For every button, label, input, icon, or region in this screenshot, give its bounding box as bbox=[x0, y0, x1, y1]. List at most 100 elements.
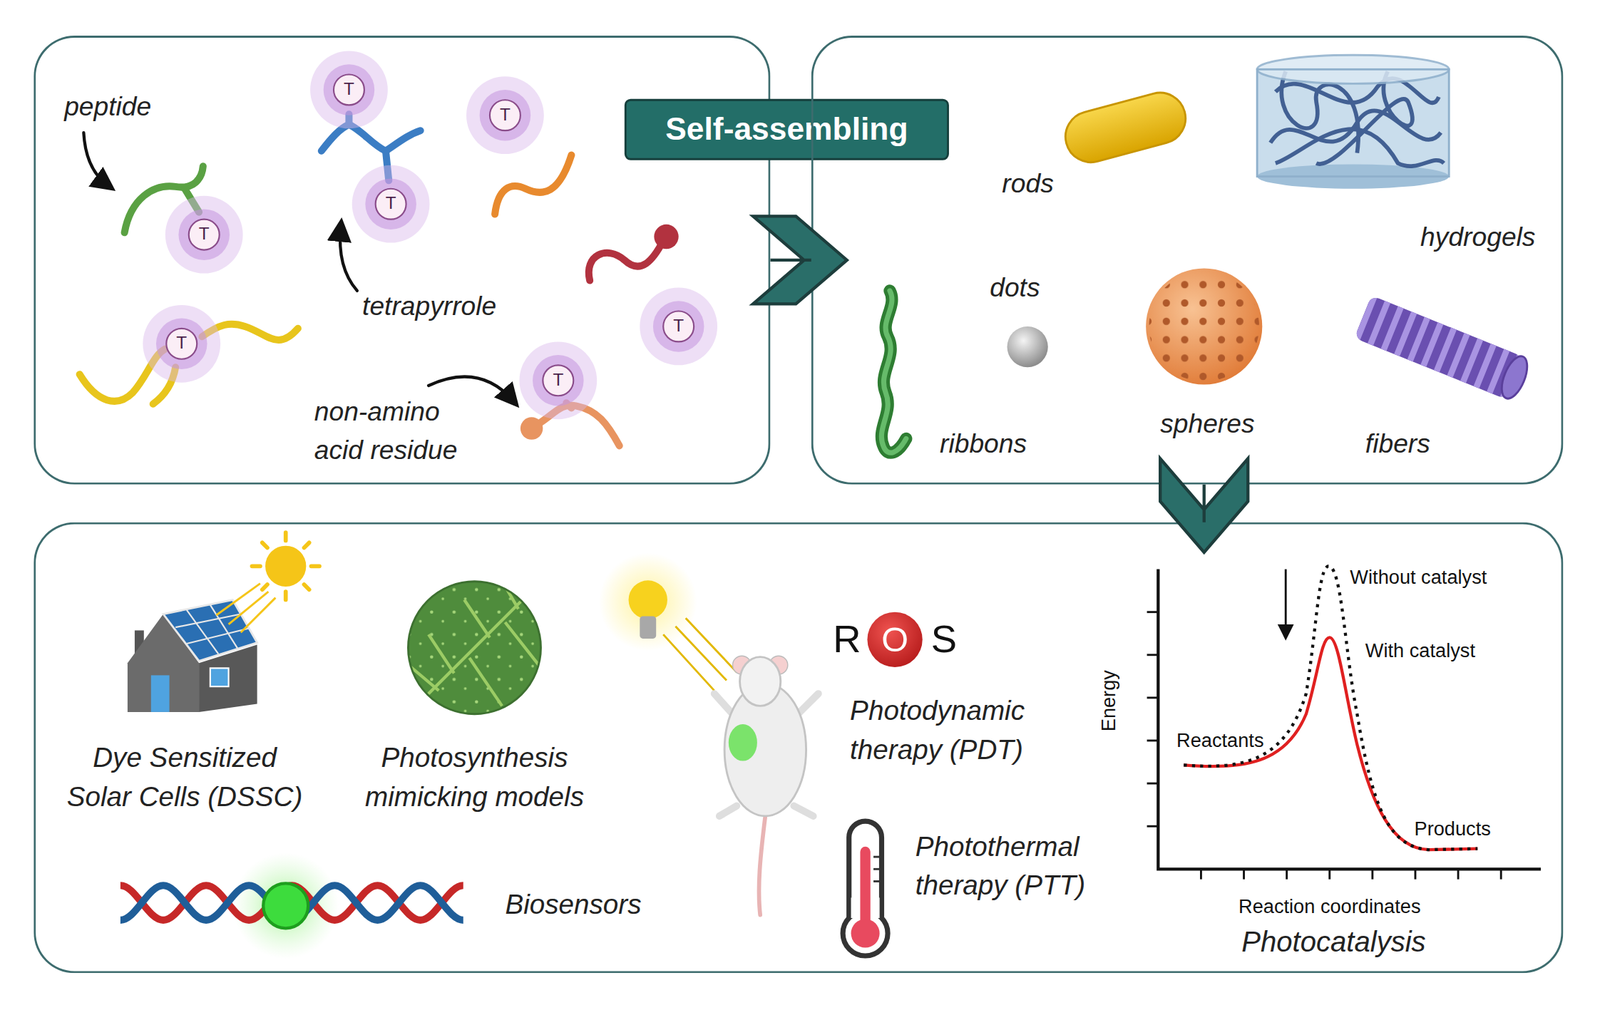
sun-icon-part-part bbox=[310, 563, 319, 569]
panel-text: fibers bbox=[1365, 424, 1478, 463]
peptide-strands-part bbox=[321, 124, 421, 152]
energy-chart-part-part bbox=[1147, 611, 1159, 614]
curve-label: Products bbox=[1414, 818, 1491, 841]
thermometer-icon-part-part bbox=[873, 868, 880, 871]
mouse-icon-part-part bbox=[714, 693, 733, 715]
tetrapyrrole-circle: T bbox=[637, 285, 719, 368]
energy-chart-part-part bbox=[1147, 696, 1159, 699]
sun-icon-part bbox=[216, 583, 276, 634]
process-band: Self-assembling bbox=[624, 99, 950, 161]
node-text: Self-assembling bbox=[626, 101, 947, 159]
light-bulb-part bbox=[639, 616, 656, 639]
leaf-icon-part-part-part bbox=[499, 577, 519, 609]
sun-icon-part-part bbox=[262, 542, 268, 548]
sphere-shape bbox=[1145, 268, 1263, 385]
energy-chart-part bbox=[1183, 566, 1478, 850]
sphere-shape-part bbox=[1148, 271, 1260, 383]
residue-ball bbox=[520, 417, 543, 440]
node-text: T bbox=[464, 74, 546, 156]
house-icon-part-part bbox=[186, 628, 249, 644]
leader-arrows-part bbox=[428, 377, 514, 402]
hydrogel-shape-part bbox=[1270, 71, 1444, 167]
leaf-icon-part-part-part bbox=[504, 622, 539, 666]
tetrapyrrole-circle: T bbox=[140, 303, 222, 385]
panel-text: hydrogels bbox=[1420, 217, 1553, 256]
sun-icon-part-part bbox=[228, 591, 269, 625]
dna-helix-part bbox=[263, 883, 309, 929]
panel-text: peptide bbox=[64, 86, 269, 126]
node-text: O bbox=[866, 611, 924, 669]
energy-chart-part-part bbox=[1328, 869, 1331, 880]
dna-helix-part bbox=[232, 852, 339, 960]
curve-label: Without catalyst bbox=[1349, 566, 1487, 589]
energy-chart-part-part bbox=[1285, 869, 1288, 880]
tetrapyrrole-circle: T bbox=[308, 49, 390, 131]
energy-chart-part-part bbox=[1147, 782, 1159, 786]
leaf-icon-part-part-part bbox=[469, 658, 502, 706]
energy-chart-part-part bbox=[1500, 869, 1503, 880]
house-icon-part-part bbox=[175, 614, 241, 629]
node-text: T bbox=[350, 163, 432, 245]
leaf-icon-part bbox=[406, 577, 542, 715]
light-bulb-part bbox=[628, 580, 668, 619]
mouse-icon-part-part bbox=[793, 806, 813, 817]
thermometer-icon bbox=[842, 821, 888, 957]
energy-chart-part-part bbox=[1147, 653, 1159, 656]
node-text: T bbox=[163, 193, 245, 276]
leaf-icon bbox=[406, 577, 542, 715]
curve-label: Reactants bbox=[1176, 729, 1264, 752]
panel-text: ribbons bbox=[939, 424, 1063, 463]
light-bulb-part-part bbox=[663, 634, 715, 691]
energy-chart-part bbox=[1147, 612, 1502, 880]
node-text: T bbox=[308, 49, 390, 131]
energy-chart-part-part bbox=[1242, 869, 1245, 880]
energy-chart-part-part bbox=[1414, 869, 1417, 880]
house-icon-part-part bbox=[210, 605, 239, 650]
panel-text: dots bbox=[989, 268, 1082, 307]
leaf-icon-part-part-part bbox=[464, 599, 490, 638]
curve-label: With catalyst bbox=[1365, 639, 1476, 662]
hydrogel-shape-part bbox=[1257, 69, 1449, 177]
hydrogel-shape-part-part bbox=[1316, 71, 1413, 164]
rod-shape bbox=[1059, 86, 1191, 169]
peptide-strands-part bbox=[494, 155, 572, 215]
leader-arrows bbox=[83, 132, 514, 401]
mouse-icon-part-part bbox=[719, 806, 737, 817]
house-icon-part bbox=[175, 605, 249, 655]
hydrogel-shape bbox=[1257, 54, 1449, 189]
chevron-arrow bbox=[1160, 458, 1248, 553]
mouse-icon-part bbox=[740, 657, 781, 707]
fiber-shape-part bbox=[1354, 295, 1523, 400]
panel-text: rods bbox=[1001, 163, 1125, 203]
leaf-icon-part-part bbox=[407, 581, 541, 715]
node-text: T bbox=[517, 340, 599, 422]
dna-helix bbox=[120, 852, 464, 960]
energy-chart-part bbox=[1157, 569, 1541, 870]
ros-letter: S bbox=[931, 618, 957, 663]
light-bulb-part bbox=[663, 618, 737, 691]
energy-chart-part-part bbox=[1200, 869, 1203, 880]
fiber-shape-part bbox=[1354, 295, 1523, 400]
house-icon-part-part bbox=[186, 610, 219, 655]
panel-text: non-amino acid residue bbox=[314, 392, 488, 470]
mouse-icon-part bbox=[728, 724, 758, 762]
sun-icon-part bbox=[265, 546, 306, 587]
residue-ball bbox=[653, 224, 679, 249]
thermometer-icon-part bbox=[851, 919, 880, 948]
thermometer-icon-part-part bbox=[873, 856, 880, 859]
house-icon-part bbox=[151, 675, 170, 713]
mouse-icon-part bbox=[758, 816, 766, 916]
light-bulb-part bbox=[598, 553, 697, 651]
leaf-icon-part-part-part bbox=[428, 634, 455, 674]
thermometer-icon-part bbox=[873, 857, 880, 882]
fiber-shape bbox=[1354, 295, 1533, 404]
leaf-icon-part-part bbox=[406, 577, 540, 710]
ribbon-shape-part bbox=[881, 290, 906, 453]
nanostructures-panel: rodshydrogelsdotsspheresribbonsfibers bbox=[811, 35, 1564, 485]
chevron-arrow bbox=[752, 216, 848, 304]
leaf-icon-part bbox=[407, 581, 541, 715]
ros-letter: R bbox=[832, 618, 861, 663]
